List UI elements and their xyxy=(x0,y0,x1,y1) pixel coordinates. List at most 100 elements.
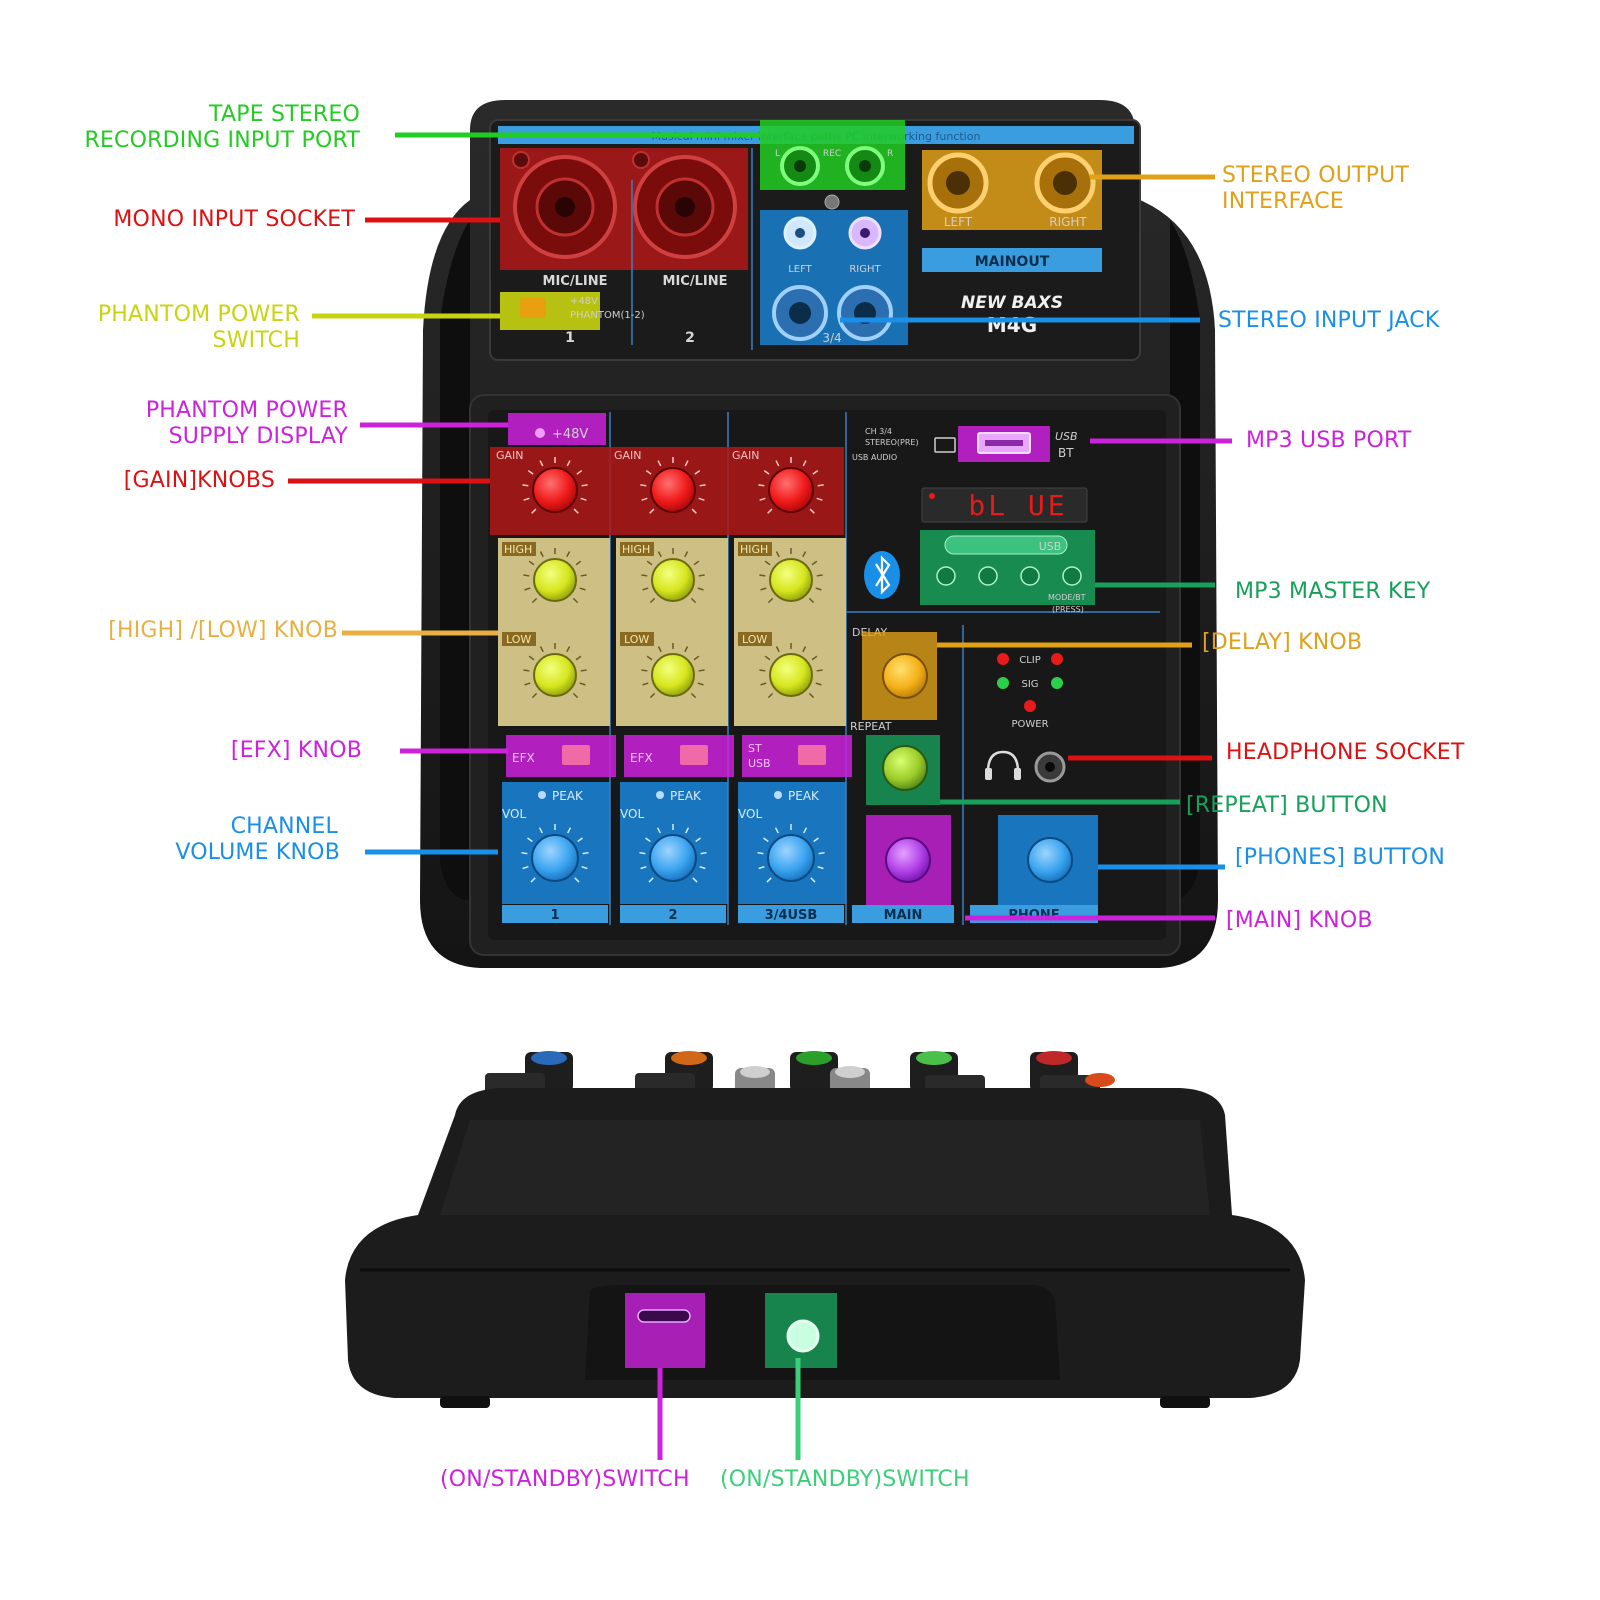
efx-button-2[interactable] xyxy=(680,745,708,765)
knob-tick xyxy=(698,574,705,577)
low-text: LOW xyxy=(742,633,767,646)
out-left-text: LEFT xyxy=(944,215,973,229)
knob-tick xyxy=(646,655,653,661)
knob-tick xyxy=(579,587,586,591)
efx-button-3[interactable] xyxy=(798,745,826,765)
knob-tick xyxy=(575,655,582,661)
model-text: M4G xyxy=(987,313,1037,337)
label-phantom-display-2: SUPPLY DISPLAY xyxy=(168,424,348,449)
peak-led xyxy=(656,791,664,799)
screw-icon xyxy=(824,194,840,210)
label-efx: [EFX] KNOB xyxy=(230,738,362,763)
knob-tick xyxy=(539,551,544,558)
low-knob-1[interactable] xyxy=(533,653,577,697)
mode-bt-text: MODE/BT xyxy=(1048,593,1086,602)
vol-knob-1[interactable] xyxy=(531,834,579,882)
gain-knob-3[interactable] xyxy=(768,467,814,513)
power-switch-button[interactable] xyxy=(786,1319,820,1353)
knob-tick xyxy=(759,574,766,577)
knob-tick xyxy=(582,851,589,855)
mp3-button-prev[interactable] xyxy=(978,566,998,586)
knob-tick xyxy=(690,597,697,604)
high-text: HIGH xyxy=(622,543,650,556)
vol-knob-3[interactable] xyxy=(767,834,815,882)
label-mp3-master: MP3 MASTER KEY xyxy=(1235,579,1431,604)
efx-highlight xyxy=(506,735,616,777)
mp3-button-play[interactable] xyxy=(936,566,956,586)
in-right-text: RIGHT xyxy=(849,264,881,275)
knob-tick xyxy=(693,655,700,661)
gain-knob-1[interactable] xyxy=(532,467,578,513)
knob-tick xyxy=(808,597,815,604)
knob-tick xyxy=(528,560,535,566)
knob-tick xyxy=(763,837,769,843)
power-led xyxy=(1024,700,1036,712)
knob-tick xyxy=(803,827,808,834)
usb-text: USB xyxy=(1055,430,1078,443)
low-knob-3[interactable] xyxy=(769,653,813,697)
low-tag xyxy=(738,632,772,646)
knob-tick xyxy=(760,682,767,686)
knob-tick xyxy=(810,877,816,883)
high-text: HIGH xyxy=(504,543,532,556)
knob-tick xyxy=(579,682,586,686)
headphone-icon xyxy=(986,750,1020,773)
mic-line-1-label: MIC/LINE xyxy=(543,274,608,289)
knob-tick xyxy=(698,669,705,672)
knob-tick xyxy=(573,508,579,514)
label-channel-vol-2: VOLUME KNOB xyxy=(175,840,340,865)
knob-tick xyxy=(818,851,825,855)
label-stereo-input: STEREO INPUT JACK xyxy=(1218,308,1440,333)
label-tape-line2: RECORDING INPUT PORT xyxy=(84,128,360,153)
phones-knob[interactable] xyxy=(1027,837,1073,883)
knob-tick xyxy=(581,484,588,487)
knob-tick xyxy=(802,551,807,558)
knob-tick xyxy=(527,837,533,843)
knob-tick xyxy=(649,692,656,699)
knob-tick xyxy=(694,469,701,475)
knob-tick xyxy=(692,877,698,883)
knob-tick xyxy=(524,587,531,591)
knob-tick xyxy=(812,469,819,475)
mp3-button-next[interactable] xyxy=(1020,566,1040,586)
knob-tick xyxy=(528,655,535,661)
knob-tick xyxy=(758,484,765,487)
knob-tick xyxy=(657,646,662,653)
knob-tick xyxy=(566,646,571,653)
main-knob[interactable] xyxy=(885,837,931,883)
mp3-usb-tag: USB xyxy=(1039,540,1062,553)
label-phantom-switch-2: SWITCH xyxy=(212,328,300,353)
display-led xyxy=(929,493,935,499)
repeat-knob[interactable] xyxy=(882,745,928,791)
knob-tick xyxy=(566,551,571,558)
delay-knob[interactable] xyxy=(882,653,928,699)
knob-tick xyxy=(811,560,818,566)
knob-tick xyxy=(690,692,697,699)
phantom-power-switch[interactable] xyxy=(520,298,546,318)
high-knob-3[interactable] xyxy=(769,558,813,602)
plus48v-text: +48V xyxy=(552,427,588,442)
low-knob-2[interactable] xyxy=(651,653,695,697)
efx-highlight xyxy=(742,735,852,777)
out-right-text: RIGHT xyxy=(1049,215,1087,229)
gain-knob-2[interactable] xyxy=(650,467,696,513)
knob-tick xyxy=(646,560,653,566)
low-tag xyxy=(620,632,654,646)
high-knob-1[interactable] xyxy=(533,558,577,602)
label-stereo-output-2: INTERFACE xyxy=(1222,189,1344,214)
usb-c-port[interactable] xyxy=(637,1309,691,1323)
knob-tick xyxy=(698,497,705,501)
mp3-button-mode[interactable] xyxy=(1062,566,1082,586)
high-knob-2[interactable] xyxy=(651,558,695,602)
strip-label-3: 3/4USB xyxy=(765,908,818,923)
brand-logo: NEW BAXS xyxy=(961,293,1063,313)
vol-knob-2[interactable] xyxy=(649,834,697,882)
sig-led-right xyxy=(1051,677,1063,689)
knob-tick xyxy=(523,574,530,577)
knob-tick xyxy=(775,551,780,558)
knob-tick xyxy=(572,597,579,604)
knob-tick xyxy=(697,587,704,591)
efx-button-1[interactable] xyxy=(562,745,590,765)
gain-text: GAIN xyxy=(614,449,642,462)
